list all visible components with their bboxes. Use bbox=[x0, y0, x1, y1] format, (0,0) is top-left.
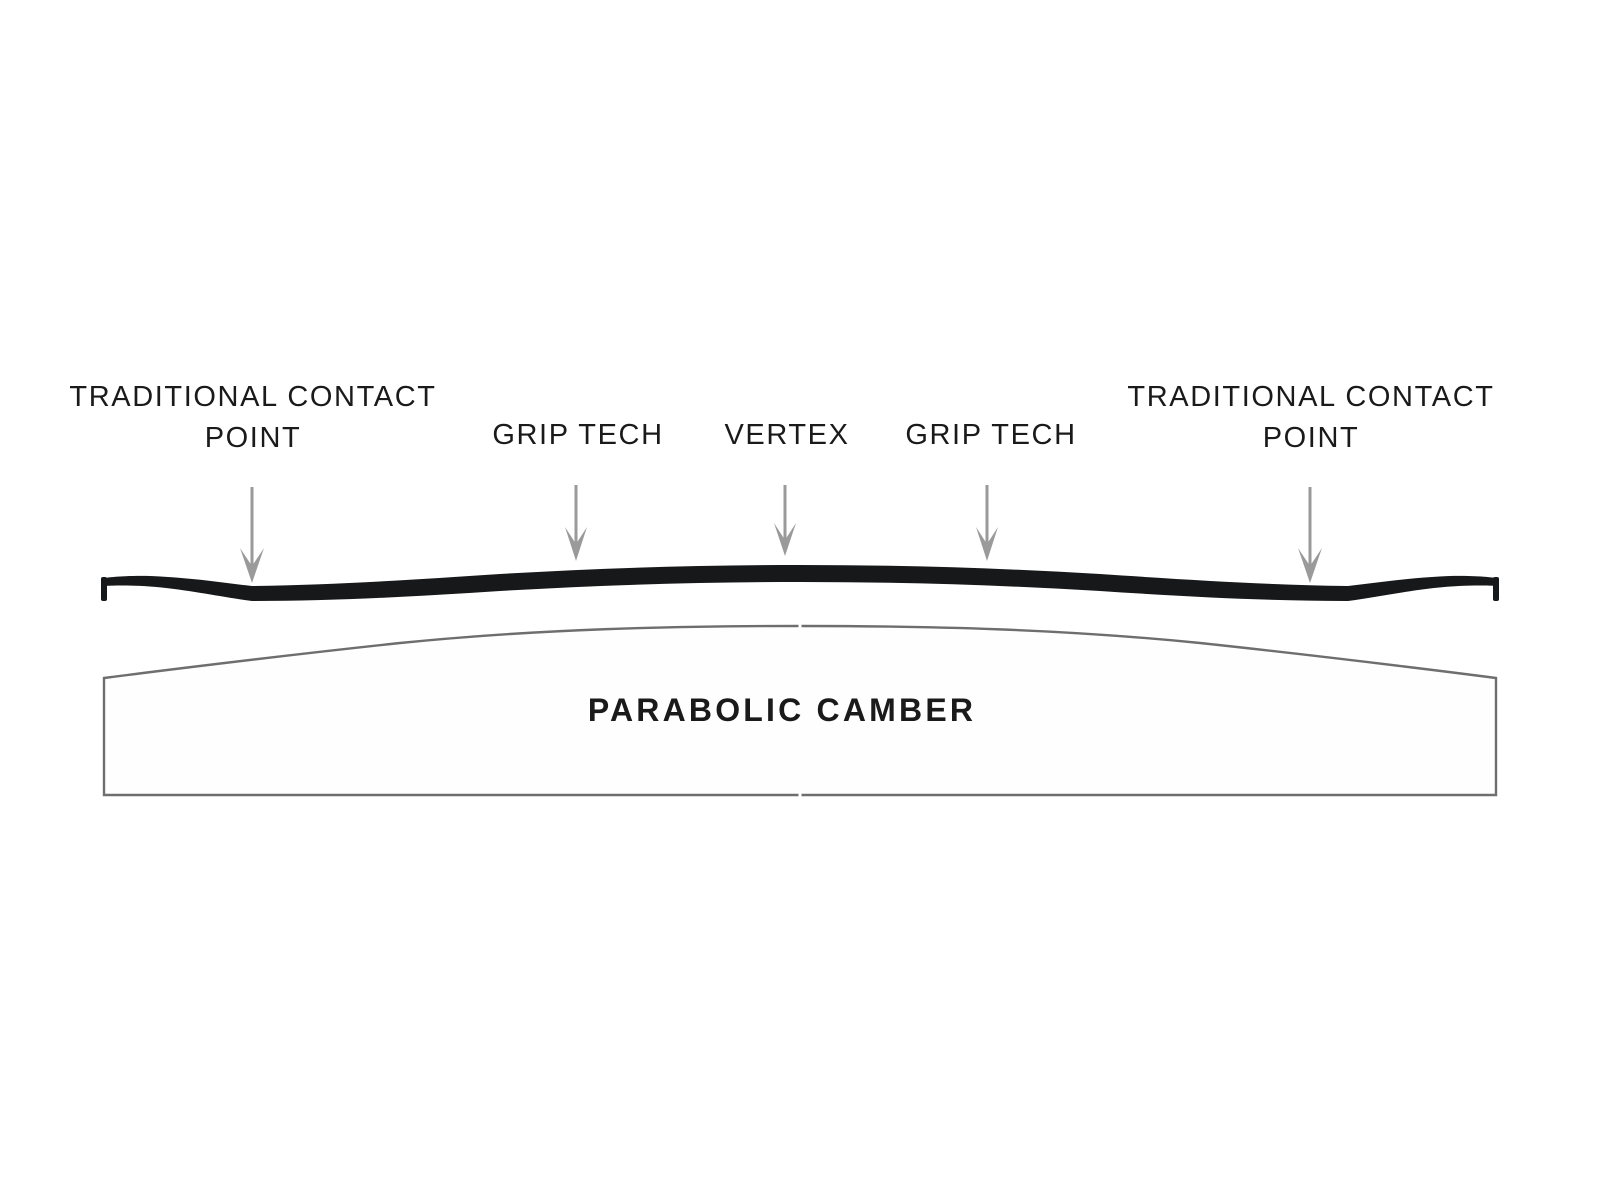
callout-label-line1: GRIP TECH bbox=[905, 419, 1076, 451]
callout-grip-tech-right: GRIP TECH bbox=[905, 419, 1076, 561]
arrow-down-icon bbox=[976, 527, 998, 561]
callout-label-line2: POINT bbox=[205, 422, 302, 454]
arrow-down-icon bbox=[774, 523, 796, 556]
arrow-down-icon bbox=[565, 527, 587, 561]
callout-label-line1: TRADITIONAL CONTACT bbox=[1127, 381, 1494, 413]
board-right-tip bbox=[1493, 577, 1499, 601]
callout-label-line2: POINT bbox=[1263, 422, 1360, 454]
board-left-tip bbox=[101, 577, 107, 601]
callout-vertex: VERTEX bbox=[724, 419, 849, 556]
callout-label-line1: VERTEX bbox=[724, 419, 849, 451]
callout-label-line1: GRIP TECH bbox=[492, 419, 663, 451]
snowboard-profile-shape bbox=[104, 565, 1496, 601]
arrow-down-icon bbox=[240, 548, 264, 583]
callout-traditional-contact-point-left: TRADITIONAL CONTACT POINT bbox=[69, 381, 436, 583]
callout-grip-tech-left: GRIP TECH bbox=[492, 419, 663, 561]
callout-label-line1: TRADITIONAL CONTACT bbox=[69, 381, 436, 413]
callout-traditional-contact-point-right: TRADITIONAL CONTACT POINT bbox=[1127, 381, 1494, 583]
parabolic-camber-block bbox=[102, 624, 1498, 797]
parabolic-camber-title: PARABOLIC CAMBER bbox=[588, 692, 976, 728]
arrow-down-icon bbox=[1298, 548, 1322, 583]
